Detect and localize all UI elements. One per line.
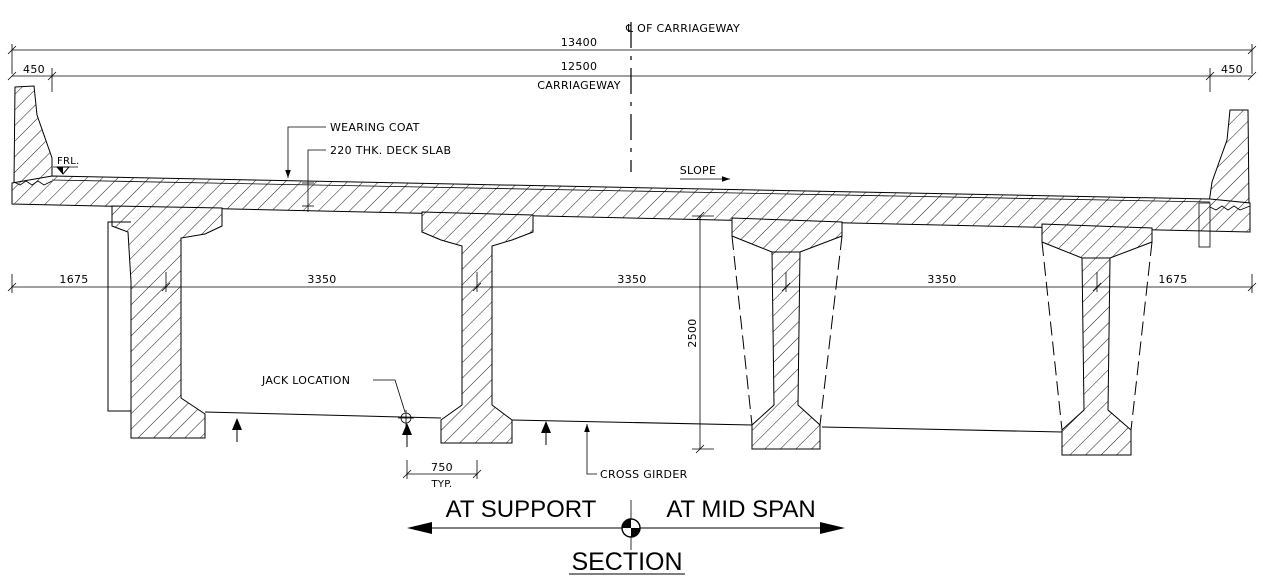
left-slab-break: [13, 180, 53, 186]
cross-girder-soffit-left: [204, 411, 442, 419]
jack-spacing-dimension: [402, 460, 482, 479]
carriageway-width-dimension: [7, 68, 1257, 92]
drainage-spout: [1198, 202, 1211, 248]
girder-spacing-3-label: 3350: [617, 273, 646, 286]
girder-4-web: [1061, 257, 1132, 456]
girder-1: [111, 205, 223, 439]
section-centre-symbol: [621, 518, 641, 538]
frl-marker: [53, 166, 78, 175]
at-mid-span-label: AT MID SPAN: [666, 496, 815, 523]
carriageway-label: CARRIAGEWAY: [537, 79, 621, 92]
girder-depth-dimension: [692, 211, 714, 454]
cross-girder-soffit-right: [821, 426, 1063, 433]
deck-slab-leader: [307, 149, 326, 212]
deck-slab-label: 220 THK. DECK SLAB: [330, 144, 451, 157]
girder-depth-label: 2500: [686, 318, 699, 347]
wearing-coat-line: [51, 179, 1211, 203]
wearing-coat-label: WEARING COAT: [330, 121, 420, 134]
cross-girder-leader: [584, 424, 597, 475]
jack-arrow-3: [541, 421, 551, 445]
girder-3-web: [751, 251, 821, 450]
typical-label: TYP.: [430, 479, 452, 490]
jack-spacing-label: 750: [431, 461, 453, 474]
at-support-arrow: [407, 522, 432, 534]
wearing-coat-leader: [285, 126, 326, 178]
right-slab-break: [1209, 205, 1251, 211]
cross-girder-soffit-mid: [511, 419, 753, 426]
carriageway-width-label: 12500: [561, 60, 598, 73]
right-crash-barrier-label: 450: [1221, 63, 1243, 76]
at-mid-span-arrow: [820, 522, 845, 534]
end-diaphragm-outline: [107, 221, 131, 412]
jack-arrow-1: [232, 418, 242, 442]
girder-spacing-4-label: 3350: [927, 273, 956, 286]
left-crash-barrier: [13, 85, 53, 184]
deck-slab: [11, 175, 1251, 233]
centerline-label: ℄ OF CARRIAGEWAY: [625, 22, 740, 35]
girder-3-flange: [731, 217, 843, 253]
left-crash-barrier-label: 450: [23, 63, 45, 76]
overall-width-dimension: [7, 44, 1257, 74]
girder-spacing-5-label: 1675: [1158, 273, 1187, 286]
overall-width-label: 13400: [561, 36, 598, 49]
slope-label: SLOPE: [680, 164, 716, 177]
girder-spacing-2-label: 3350: [307, 273, 336, 286]
girder-2: [421, 211, 534, 444]
at-support-label: AT SUPPORT: [446, 496, 597, 523]
jack-location-leader: [373, 379, 406, 413]
girder-spacing-1-label: 1675: [59, 273, 88, 286]
jack-location-label: JACK LOCATION: [261, 374, 350, 387]
jack-arrow-2: [402, 423, 412, 447]
cross-girder-label: CROSS GIRDER: [600, 468, 688, 481]
section-title: SECTION: [571, 548, 682, 576]
frl-label: FRL.: [57, 156, 80, 167]
right-crash-barrier: [1208, 109, 1250, 204]
girder-spacing-dimension: [7, 272, 1257, 293]
girder-4-flange: [1041, 223, 1153, 259]
